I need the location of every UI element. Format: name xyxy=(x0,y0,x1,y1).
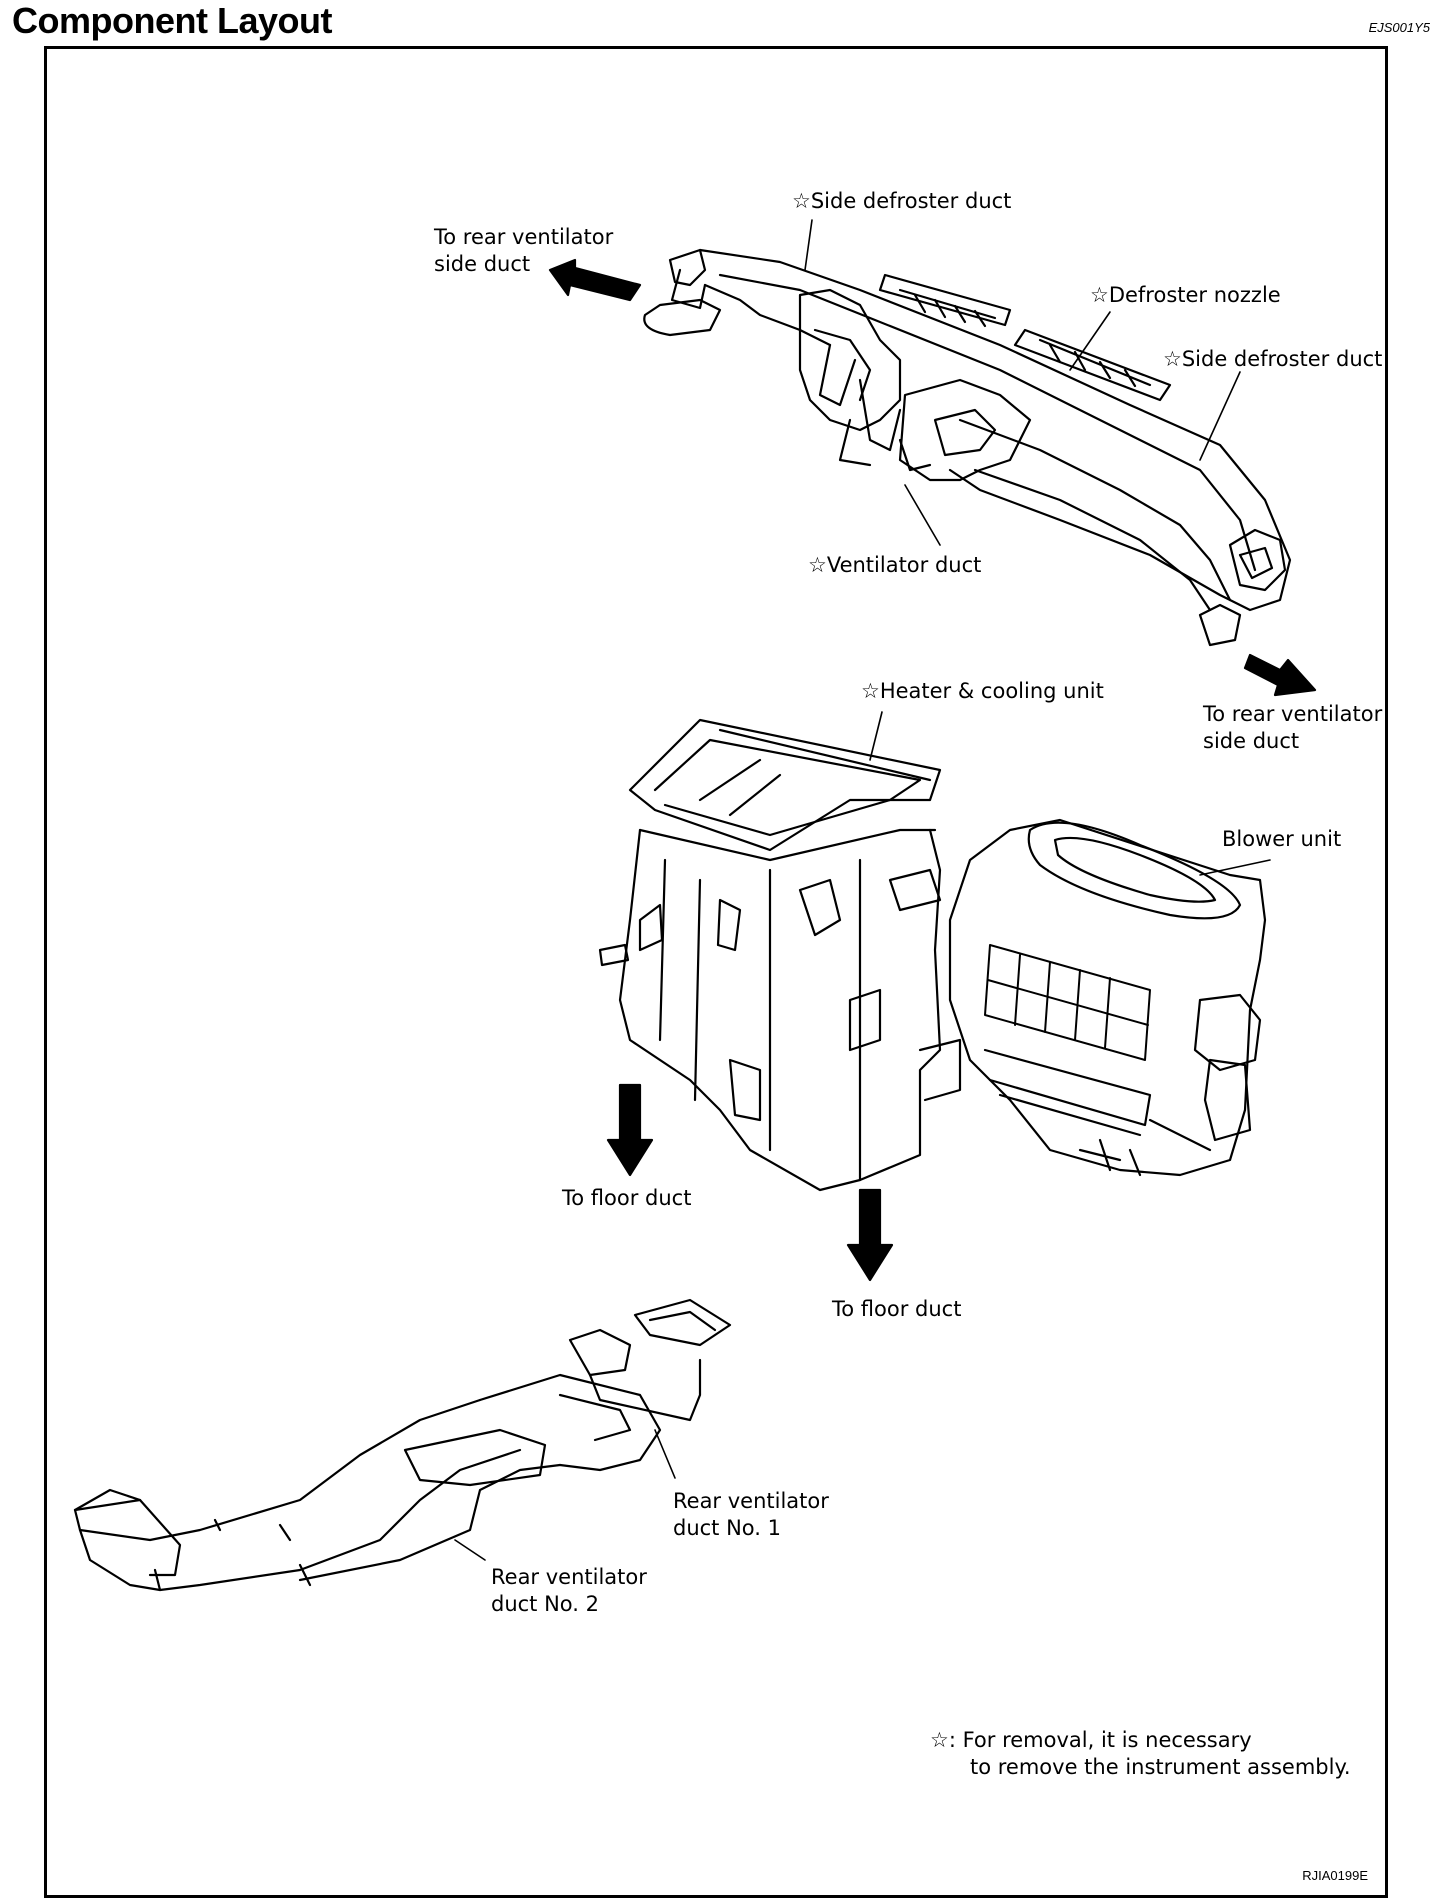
label-to-floor-duct-right: To floor duct xyxy=(832,1297,962,1321)
label-defroster-nozzle: ☆Defroster nozzle xyxy=(1090,283,1281,307)
instrument-duct-assembly xyxy=(548,248,1317,697)
removal-note: ☆: For removal, it is necessary to remov… xyxy=(930,1728,1351,1779)
diagram-frame xyxy=(44,46,1388,1898)
figure-code: RJIA0199E xyxy=(1302,1868,1368,1883)
star-symbol: ☆ xyxy=(861,679,880,703)
label-to-rear-ventilator-side-duct-left: To rear ventilator side duct xyxy=(434,225,614,276)
rear-ventilator-ducts xyxy=(73,1298,732,1592)
label-to-rear-ventilator-side-duct-right: To rear ventilator side duct xyxy=(1203,702,1383,753)
blower-unit xyxy=(948,818,1267,1177)
leader-lines xyxy=(454,219,1271,1561)
label-side-defroster-duct-top: ☆Side defroster duct xyxy=(792,189,1012,213)
label-rear-ventilator-duct-no1: Rear ventilator duct No. 1 xyxy=(673,1489,829,1540)
heater-cooling-unit xyxy=(598,718,962,1282)
document-code: EJS001Y5 xyxy=(1368,20,1430,35)
page-title: Component Layout xyxy=(12,0,332,41)
star-symbol: ☆ xyxy=(808,553,827,577)
star-symbol: ☆ xyxy=(930,1728,949,1752)
label-side-defroster-duct-right: ☆Side defroster duct xyxy=(1163,347,1383,371)
label-heater-cooling-unit: ☆Heater & cooling unit xyxy=(861,679,1104,703)
label-ventilator-duct: ☆Ventilator duct xyxy=(808,553,982,577)
label-to-floor-duct-left: To floor duct xyxy=(562,1186,692,1210)
label-rear-ventilator-duct-no2: Rear ventilator duct No. 2 xyxy=(491,1565,647,1616)
star-symbol: ☆ xyxy=(1163,347,1182,371)
star-symbol: ☆ xyxy=(792,189,811,213)
label-blower-unit: Blower unit xyxy=(1222,827,1342,851)
star-symbol: ☆ xyxy=(1090,283,1109,307)
